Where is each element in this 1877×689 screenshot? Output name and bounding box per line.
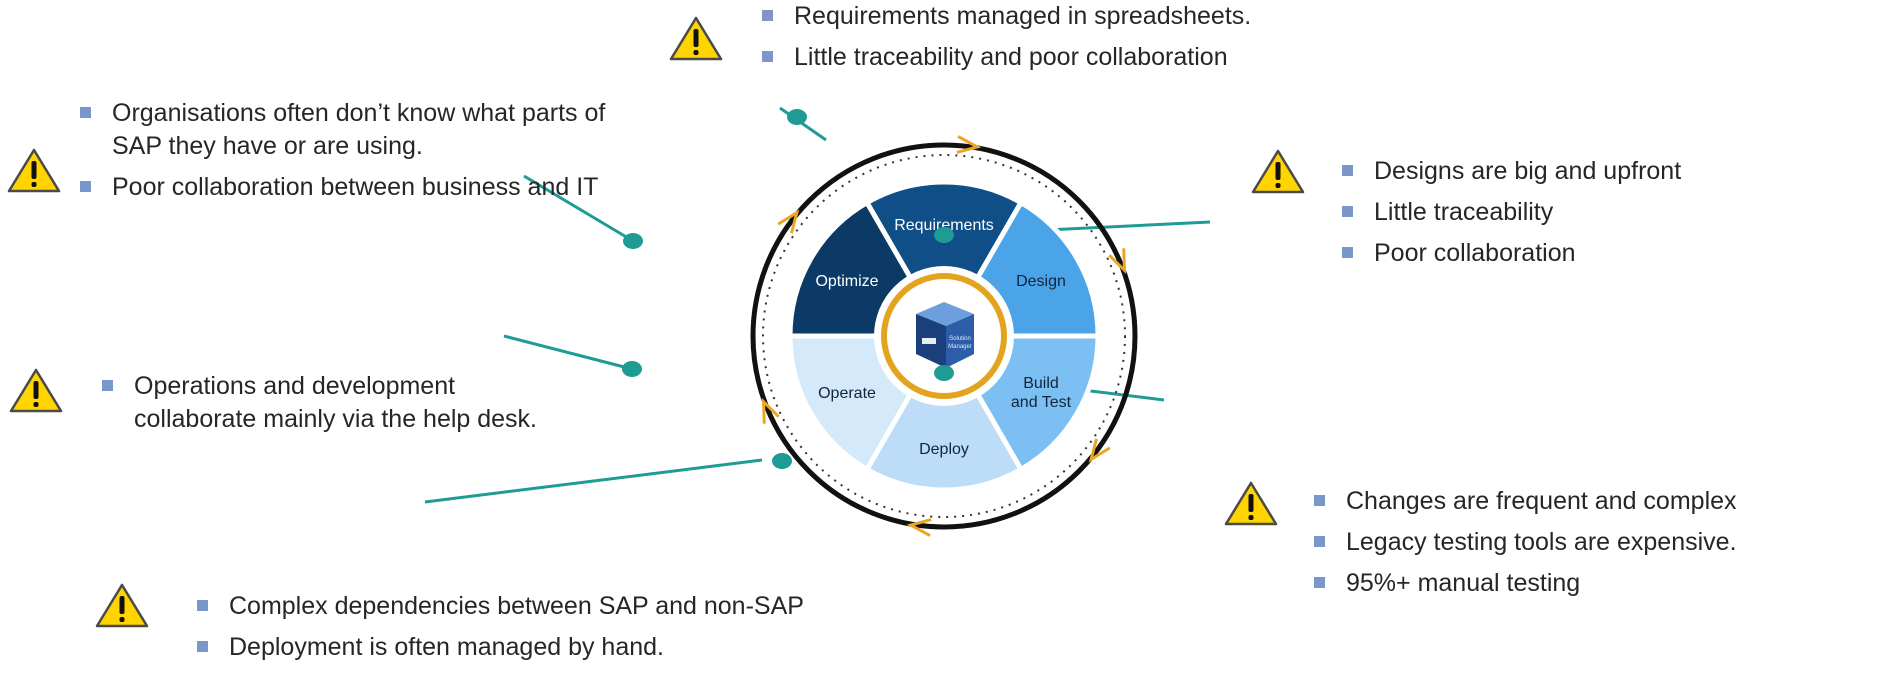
outer-ring-circle (750, 142, 1138, 530)
callout-bullet: Changes are frequent and complex (1312, 485, 1872, 518)
deploy-connector-line (424, 458, 763, 504)
warning-icon (9, 368, 63, 413)
warning-icon (669, 16, 723, 61)
callout-bullet: Operations and development collaborate m… (100, 370, 560, 436)
segment-requirements (863, 179, 1025, 342)
callout-bullet: Requirements managed in spreadsheets. (760, 0, 1480, 33)
inner-ring-dotted (762, 154, 1126, 518)
cycle-arrow-icon (1088, 438, 1111, 463)
callout-bullet: Poor collaboration (1340, 237, 1790, 270)
cycle-arrow-icon (761, 397, 780, 424)
cycle-arrow-icon (777, 209, 800, 234)
cycle-arrow-icon (1108, 248, 1127, 275)
callout-bullet: Complex dependencies between SAP and non… (195, 590, 1055, 623)
warning-icon (1224, 481, 1278, 526)
outer-ring (750, 135, 1138, 537)
callout-bullet: Organisations often don’t know what part… (78, 97, 638, 163)
callout-bullet: Little traceability and poor collaborati… (760, 41, 1480, 74)
segment-deploy (863, 330, 1025, 493)
callout-bullet: Deployment is often managed by hand. (195, 631, 1055, 664)
connector-dots (622, 109, 954, 469)
segment-label-optimize: Optimize (815, 273, 878, 290)
optimize-connector-line (523, 174, 634, 243)
design-callout: Designs are big and upfront Little trace… (1340, 155, 1790, 278)
cycle-arrow-icon (956, 135, 982, 154)
requirements-callout: Requirements managed in spreadsheets. Li… (760, 0, 1480, 82)
svg-text:Manager: Manager (948, 344, 972, 350)
operate-connector-dot (622, 361, 642, 377)
optimize-connector-dot (623, 233, 643, 249)
callout-bullet: Legacy testing tools are expensive. (1312, 526, 1872, 559)
segment-label-requirements: Requirements (894, 217, 994, 234)
cycle-arrow-icon (906, 518, 932, 537)
requirements-connector-dot (787, 109, 807, 125)
build-connector-dot (934, 365, 954, 381)
callout-bullet: 95%+ manual testing (1312, 567, 1872, 600)
segment-label-design: Design (1016, 273, 1066, 290)
operate-callout: Operations and development collaborate m… (100, 370, 560, 444)
svg-text:Solution: Solution (949, 336, 971, 342)
optimize-callout: Organisations often don’t know what part… (78, 97, 638, 212)
deploy-callout: Complex dependencies between SAP and non… (195, 590, 1055, 672)
build-callout: Changes are frequent and complex Legacy … (1312, 485, 1872, 608)
design-connector-dot (934, 227, 954, 243)
callout-bullet: Little traceability (1340, 196, 1790, 229)
deploy-connector-dot (772, 453, 792, 469)
operate-connector-line (503, 334, 633, 371)
callout-bullet: Designs are big and upfront (1340, 155, 1790, 188)
warning-icon (7, 148, 61, 193)
callout-bullet: Poor collaboration between business and … (78, 171, 638, 204)
segment-label-deploy: Deploy (919, 441, 969, 458)
warning-icon (95, 583, 149, 628)
requirements-connector-line (779, 106, 827, 142)
segment-label-operate: Operate (818, 385, 876, 402)
warning-icon (1251, 149, 1305, 194)
